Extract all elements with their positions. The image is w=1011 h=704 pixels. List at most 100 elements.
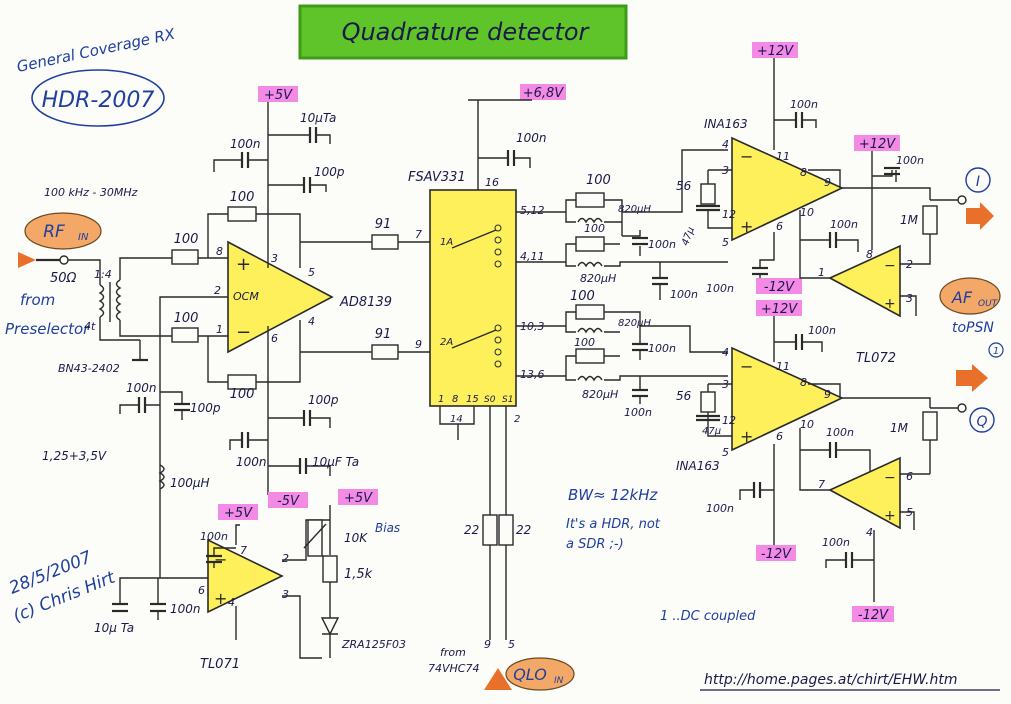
svg-text:−: − [740,357,753,376]
svg-text:10µ Ta: 10µ Ta [94,621,134,635]
fsav331-section: FSAV331 +6,8V 100n 16 1A 2A 1 8 15 S0 S1… [408,84,575,691]
dc-note: 1 ..DC coupled [660,609,756,624]
tl071-label: TL071 [200,657,240,672]
rf-in-label: RF [43,222,65,242]
output-i-arrow [966,202,994,230]
svg-text:100n: 100n [822,536,850,549]
tl072-upper [828,244,901,318]
corner-oval-text: HDR-2007 [42,88,155,113]
svg-text:8: 8 [800,166,807,179]
svg-text:100µH: 100µH [170,476,210,490]
svg-text:1M: 1M [890,421,909,435]
svg-text:100: 100 [574,336,595,349]
svg-text:5: 5 [308,266,315,279]
svg-text:47µ: 47µ [680,226,697,248]
svg-text:9: 9 [484,638,491,651]
svg-text:820µH: 820µH [580,272,616,285]
svg-text:2A: 2A [440,337,453,348]
svg-text:100n: 100n [648,238,676,251]
ad8139-section: 100 100 100 100 + − OCM 8 2 1 3 6 5 4 AD… [159,86,430,509]
svg-text:14: 14 [450,414,463,425]
rf-in-connector [59,255,69,265]
svg-text:5: 5 [508,638,515,651]
svg-text:−: − [884,258,896,274]
core-type: BN43-2402 [58,362,120,375]
svg-text:100p: 100p [314,165,345,179]
svg-text:4: 4 [722,346,729,359]
svg-text:100n: 100n [896,154,924,167]
svg-text:47µ: 47µ [702,426,721,437]
svg-text:100n: 100n [790,98,818,111]
svg-text:3: 3 [906,292,913,305]
svg-text:+: + [740,217,753,236]
ina163-q: − + 4 3 12 5 11 6 8 10 9 INA163 56 47µ +… [676,300,995,623]
tl071-section: − + 7 2 3 6 4 TL071 100n 10µ Ta +5V 100n… [94,489,406,672]
svg-text:11: 11 [776,360,790,373]
svg-text:5,12: 5,12 [520,204,545,217]
svg-text:2: 2 [282,552,289,565]
svg-text:9: 9 [824,176,831,189]
bw-note: BW≈ 12kHz [568,486,659,504]
rf-in-bubble [24,212,102,250]
svg-text:2: 2 [514,414,520,425]
svg-text:100n: 100n [624,406,652,419]
svg-text:1: 1 [438,394,444,405]
svg-text:100n: 100n [516,131,547,145]
svg-text:22: 22 [464,523,479,537]
lo-from-chip: 74VHC74 [428,662,479,675]
svg-text:1M: 1M [900,213,919,227]
ina163-i-label: INA163 [704,117,748,131]
tl072-lower [828,456,901,530]
svg-text:10K: 10K [344,531,368,545]
svg-text:7: 7 [415,228,422,241]
svg-text:12: 12 [722,208,736,221]
svg-text:8: 8 [800,376,807,389]
lo-in-label: QLO [513,665,547,684]
output-q-marker [969,407,995,433]
svg-text:10µF Ta: 10µF Ta [312,455,359,469]
svg-text:100p: 100p [308,393,339,407]
supply-p5-top: +5V [264,88,293,103]
svg-text:10µTa: 10µTa [300,111,336,125]
svg-text:+: + [740,427,753,446]
svg-text:6: 6 [906,470,913,483]
filters-q: 100 820µH 100n 100 820µH 100n [516,289,728,419]
svg-text:100n: 100n [170,602,201,616]
bias-network: 100n 100p 1,25+3,5V 100µH [42,381,221,578]
svg-text:56: 56 [676,179,692,193]
url-text: http://home.pages.at/chirt/EHW.htm [704,672,957,688]
output-q-label: Q [976,414,987,430]
svg-text:OUT: OUT [978,299,999,309]
svg-text:820µH: 820µH [582,388,618,401]
title-box [298,4,628,60]
svg-text:820µH: 820µH [618,204,651,215]
input-transformer [68,257,170,362]
svg-text:10: 10 [800,418,814,431]
svg-text:1: 1 [818,266,825,279]
output-i-marker [965,167,991,193]
ina163-q-label: INA163 [676,459,720,473]
rf-in-arrow [18,252,36,268]
preselector-note: Preselector [5,320,90,338]
svg-text:4: 4 [722,138,729,151]
svg-text:+: + [884,296,896,312]
ina163-i: − + 4 3 12 5 11 6 8 10 9 INA163 56 47µ +… [676,42,994,295]
svg-text:1,5k: 1,5k [344,567,373,582]
transformer-turns: 4t [84,320,96,333]
output-i-label: I [976,174,980,190]
supply-m12-tl072: -12V [858,608,889,623]
svg-text:56: 56 [676,389,692,403]
svg-text:8: 8 [452,394,458,405]
svg-text:11: 11 [776,150,790,163]
svg-text:100n: 100n [830,218,858,231]
title: Quadrature detector [342,18,591,46]
freq-range: 100 kHz - 30MHz [44,186,138,199]
svg-text:6: 6 [776,220,783,233]
svg-text:5: 5 [722,446,729,459]
svg-text:3: 3 [282,588,289,601]
svg-text:100: 100 [584,222,605,235]
svg-text:9: 9 [415,338,422,351]
svg-text:100: 100 [174,311,199,326]
